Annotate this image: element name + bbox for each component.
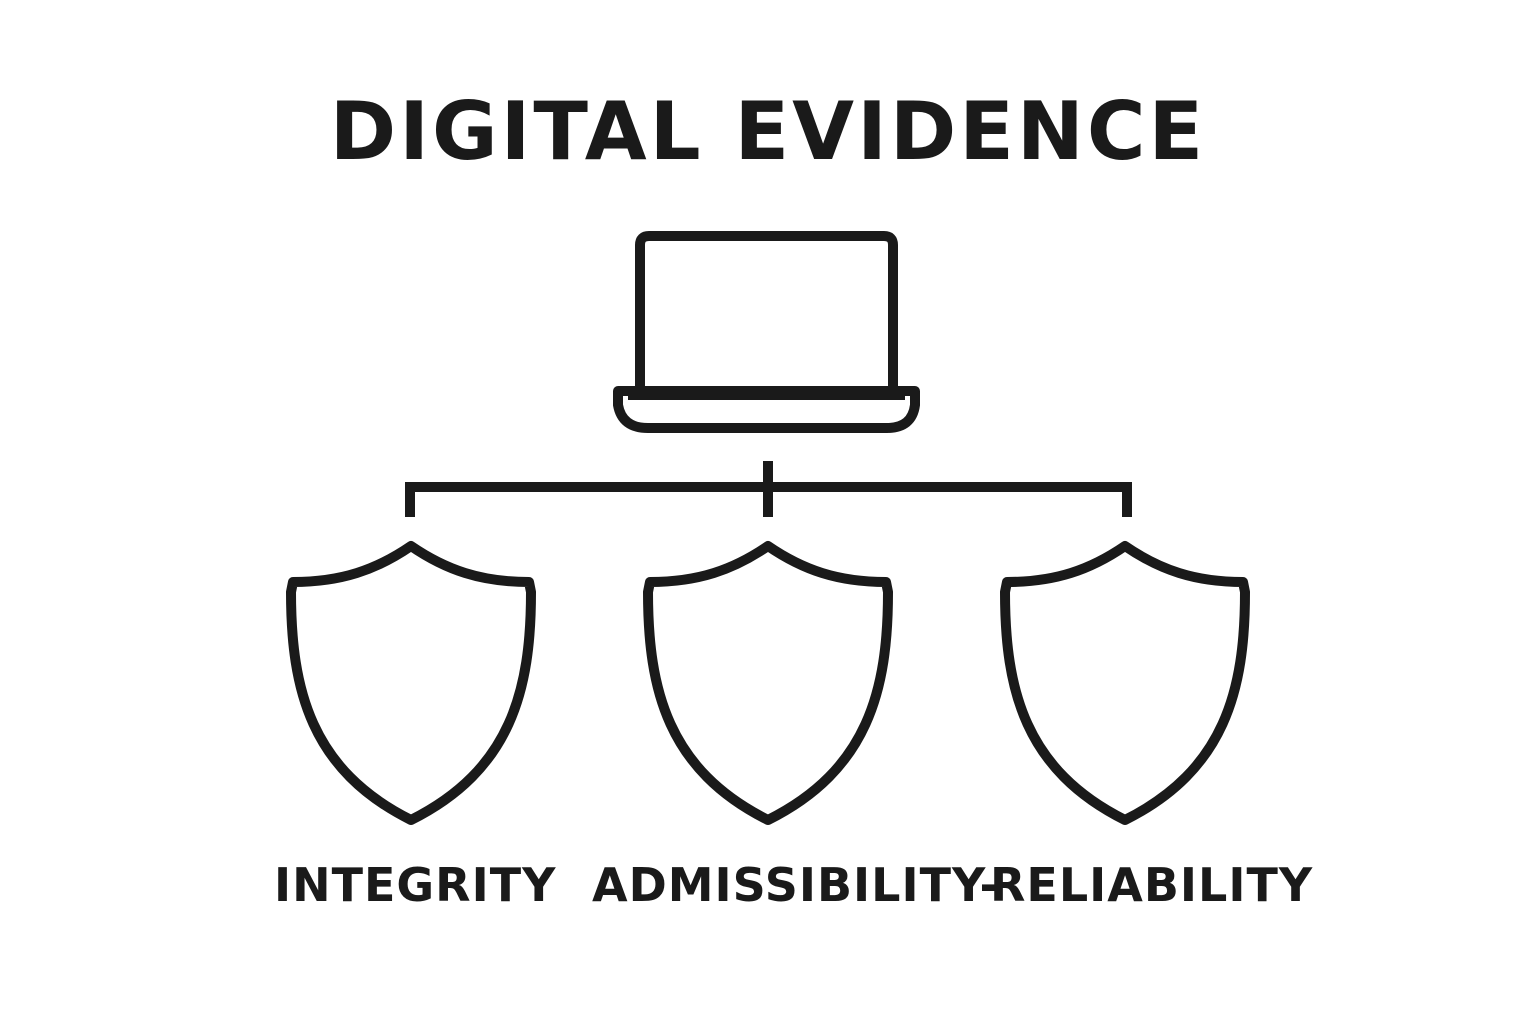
diagram-title: DIGITAL EVIDENCE <box>329 85 1207 178</box>
branch-label-reliability: RELIABILITY <box>990 858 1314 912</box>
shield-icon <box>643 541 893 825</box>
branch-label-admissibility: ADMISSIBILITY- <box>592 858 1000 912</box>
shield-icon <box>1000 541 1250 825</box>
laptop-icon <box>613 231 920 433</box>
connector-lines <box>405 461 1132 517</box>
branch-label-integrity: INTEGRITY <box>274 858 557 912</box>
shield-icon <box>286 541 536 825</box>
laptop-base <box>613 386 920 433</box>
laptop-screen <box>635 231 898 387</box>
